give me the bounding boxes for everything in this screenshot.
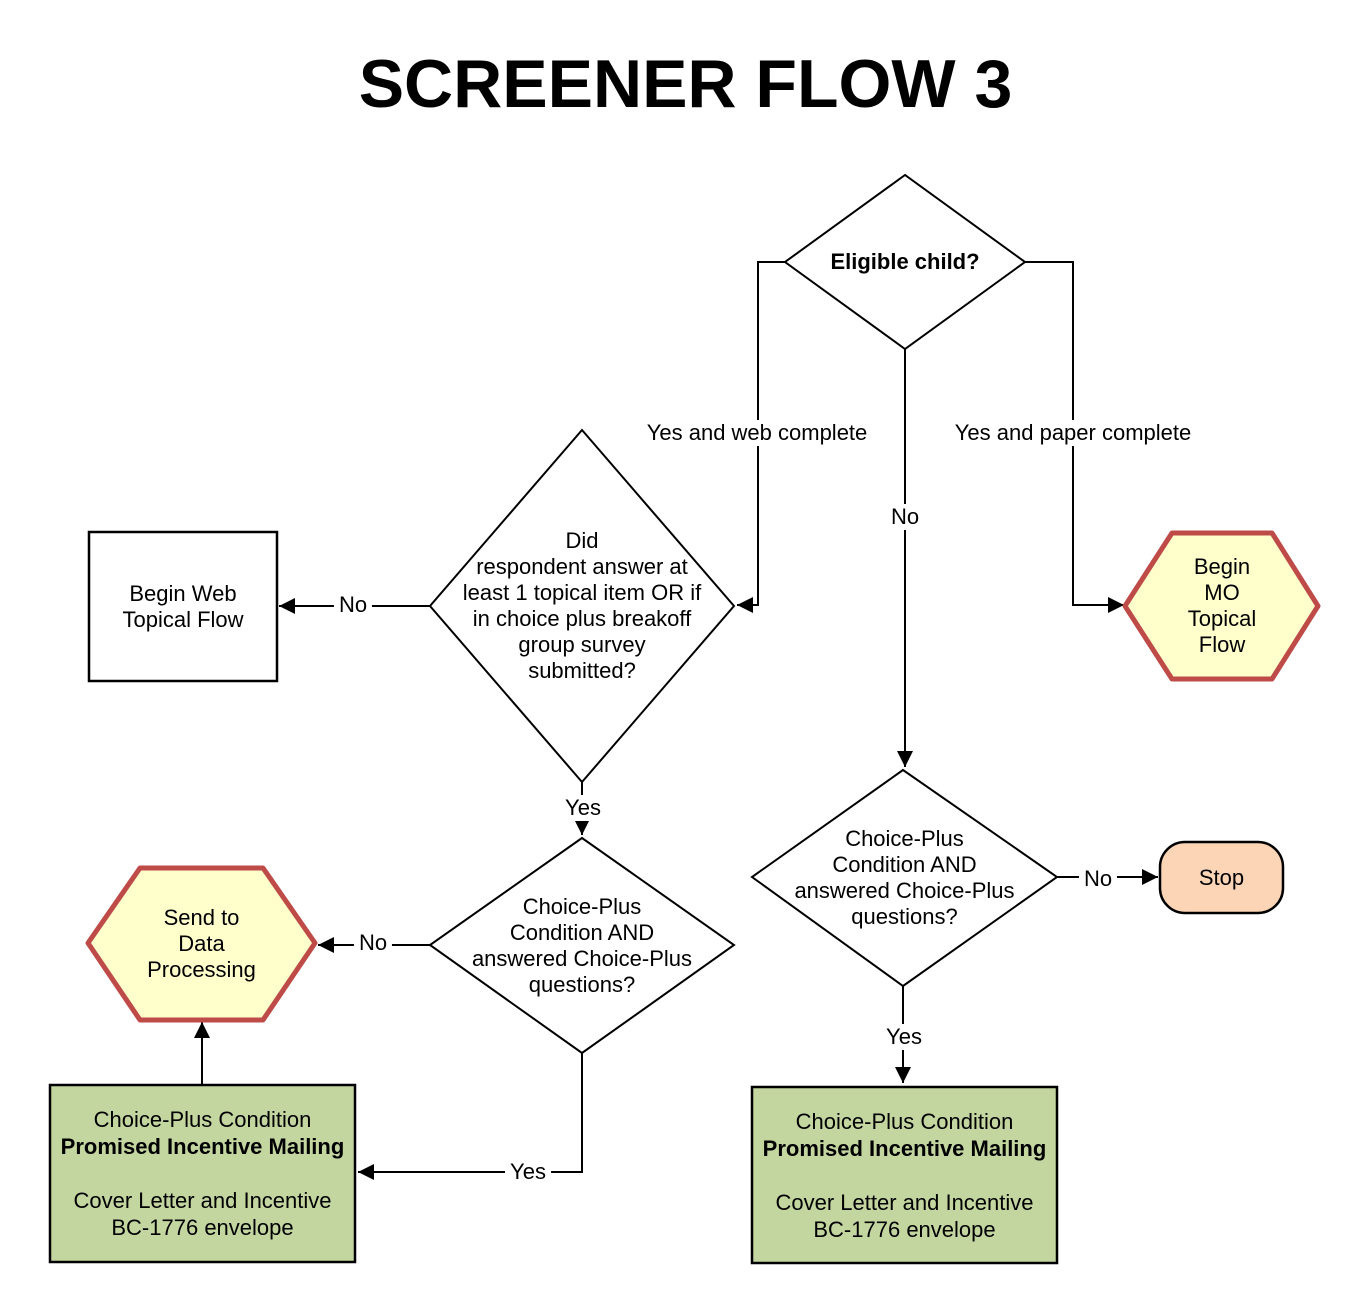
choice-plus-right-diamond — [750, 768, 1059, 988]
stop-terminator — [1158, 840, 1285, 915]
incentive-left-line2: Promised Incentive Mailing — [60, 1134, 345, 1159]
incentive-right-line2: Promised Incentive Mailing — [762, 1135, 1047, 1161]
edge-label-no-begin-web: No — [333, 592, 373, 618]
diagram-title: SCREENER FLOW 3 — [358, 46, 1013, 122]
web-respondent-diamond — [428, 428, 736, 784]
web-respondent-label: Did respondent answer at least 1 topical… — [462, 528, 702, 683]
send-to-dp-label: Send to Data Processing — [147, 905, 256, 982]
incentive-left-line3: Cover Letter and Incentive — [73, 1188, 332, 1213]
edge-label-no-dp: No — [353, 930, 393, 956]
edge-label-yes-web-complete: Yes and web complete — [641, 420, 873, 446]
stop-label: Stop — [1198, 864, 1245, 890]
edge-label-no-stop: No — [1078, 866, 1118, 892]
edge-label-yes-left-diamond: Yes — [560, 795, 606, 821]
choice-plus-left-label: Choice-Plus Condition AND answered Choic… — [471, 893, 693, 997]
choice-plus-right-label: Choice-Plus Condition AND answered Choic… — [794, 826, 1015, 929]
edge-label-yes-right-box: Yes — [881, 1024, 927, 1050]
edge-leftdiamond-yes-to-greenbox — [358, 1053, 583, 1180]
edge-label-yes-left-box: Yes — [505, 1159, 551, 1185]
incentive-left-line1: Choice-Plus Condition — [93, 1107, 312, 1132]
begin-mo-label: Begin MO Topical Flow — [1187, 554, 1257, 657]
choice-plus-left-diamond — [428, 836, 736, 1055]
edge-label-no-center: No — [885, 504, 925, 530]
incentive-left-line4: BC-1776 envelope — [111, 1215, 294, 1240]
incentive-mailing-left-box — [48, 1083, 357, 1264]
incentive-right-line3: Cover Letter and Incentive — [775, 1189, 1034, 1215]
eligible-child-label: Eligible child? — [830, 249, 980, 274]
eligible-child-diamond — [783, 173, 1027, 351]
incentive-mailing-right-content: Choice-Plus Condition Promised Incentive… — [752, 1087, 1057, 1263]
incentive-right-line1: Choice-Plus Condition — [795, 1108, 1014, 1134]
incentive-mailing-left-content: Choice-Plus Condition Promised Incentive… — [50, 1085, 355, 1262]
begin-web-label: Begin Web Topical Flow — [122, 580, 244, 632]
begin-web-box — [87, 530, 279, 683]
incentive-right-line4: BC-1776 envelope — [813, 1216, 996, 1242]
send-to-dp-hexagon — [85, 865, 318, 1023]
begin-mo-hexagon — [1122, 530, 1321, 682]
incentive-mailing-right-box — [750, 1085, 1059, 1265]
edge-label-yes-paper-complete: Yes and paper complete — [949, 420, 1197, 446]
